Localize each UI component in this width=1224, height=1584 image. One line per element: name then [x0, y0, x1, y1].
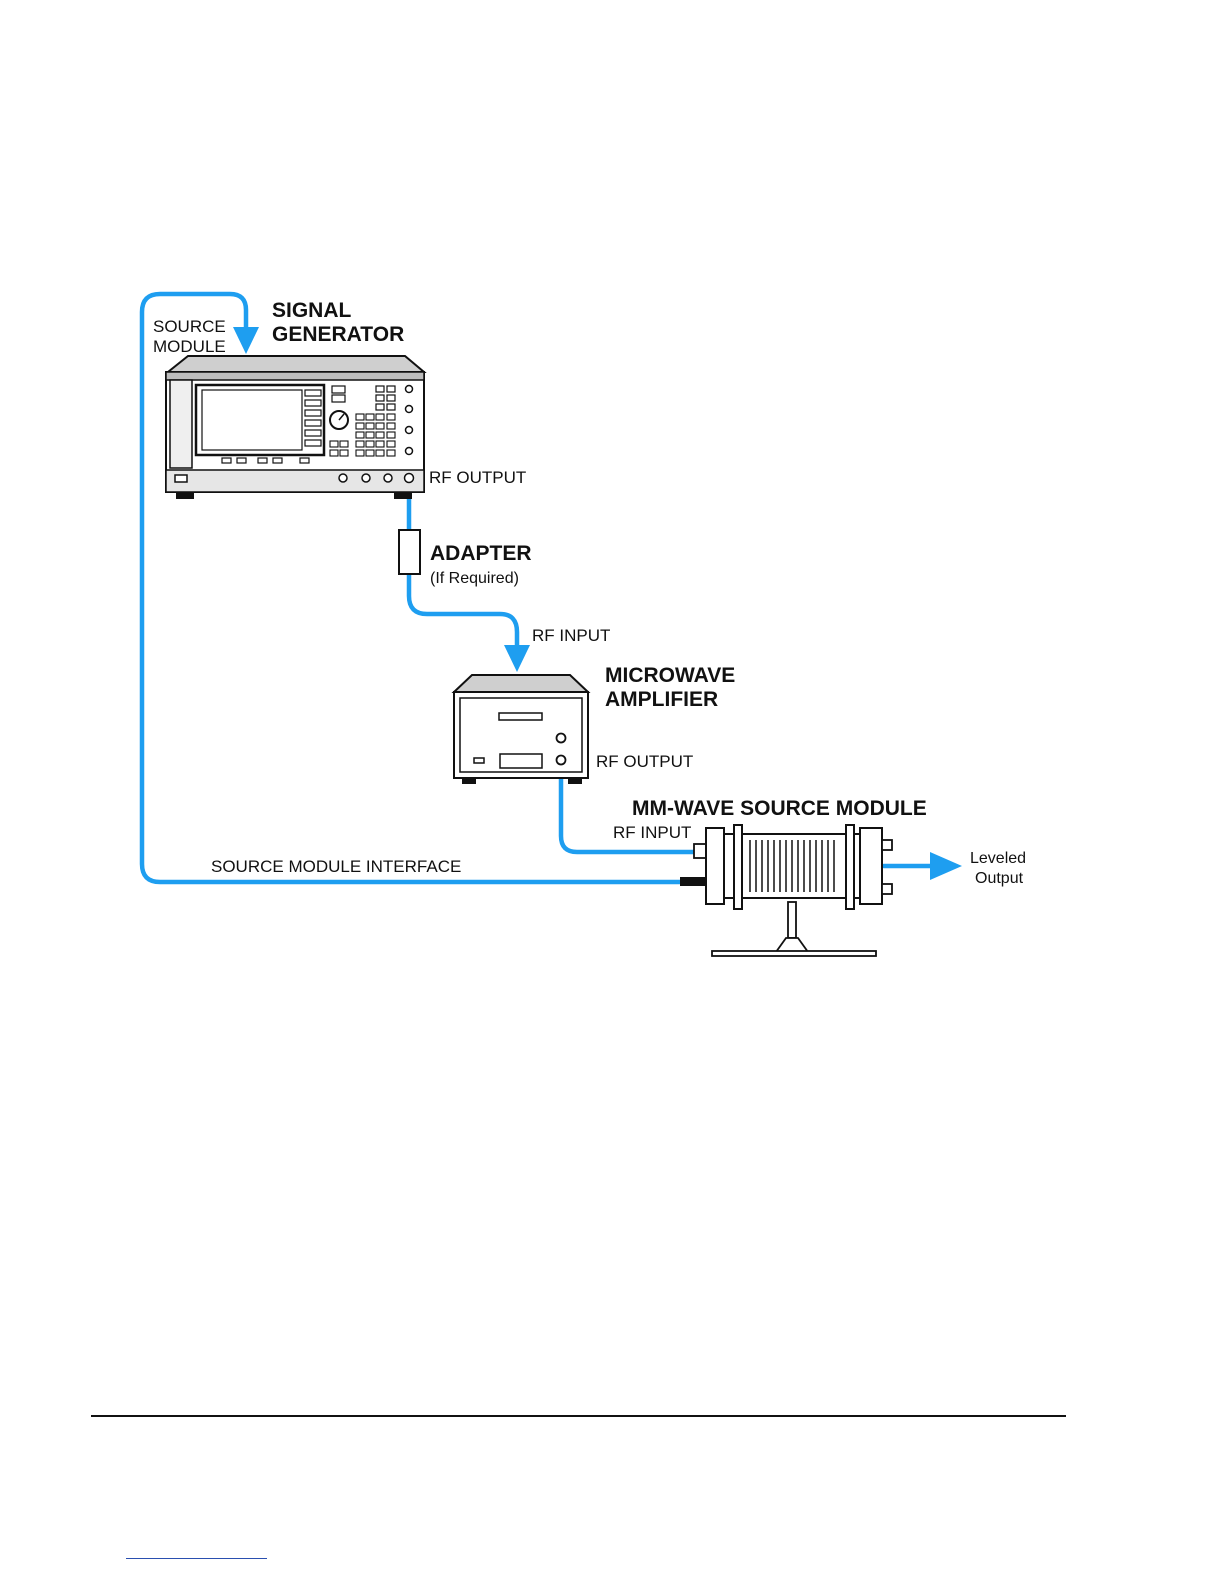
source-module-interface-label: SOURCE MODULE INTERFACE	[211, 857, 461, 876]
signal-generator-title-line2: GENERATOR	[272, 323, 404, 346]
adapter-note: (If Required)	[430, 570, 519, 587]
source-module-label-line1: SOURCE	[153, 317, 226, 336]
amp-input-arrowhead	[504, 645, 530, 672]
sg-rf-output-label: RF OUTPUT	[429, 468, 526, 487]
leveled-output-label-line2: Output	[975, 870, 1024, 887]
adapter-title: ADAPTER	[430, 542, 532, 565]
footer-rule	[91, 1415, 1066, 1417]
leveled-output-label-line1: Leveled	[970, 850, 1026, 867]
amp-rf-output-label: RF OUTPUT	[596, 752, 693, 771]
signal-generator-title-line1: SIGNAL	[272, 299, 352, 322]
source-module-label-line2: MODULE	[153, 337, 226, 356]
microwave-amplifier-title-line1: MICROWAVE	[605, 664, 735, 687]
module-rf-input-label: RF INPUT	[613, 823, 691, 842]
microwave-amplifier	[454, 675, 588, 784]
mm-wave-source-module	[680, 825, 892, 956]
leveled-output-arrowhead	[930, 852, 962, 880]
mm-wave-source-module-title: MM-WAVE SOURCE MODULE	[632, 797, 927, 820]
source-module-arrowhead	[233, 327, 259, 354]
microwave-amplifier-title-line2: AMPLIFIER	[605, 688, 718, 711]
footer-link-underline[interactable]	[126, 1558, 267, 1559]
adapter-block	[399, 530, 420, 574]
amp-rf-input-label: RF INPUT	[532, 626, 610, 645]
signal-generator	[166, 356, 424, 499]
